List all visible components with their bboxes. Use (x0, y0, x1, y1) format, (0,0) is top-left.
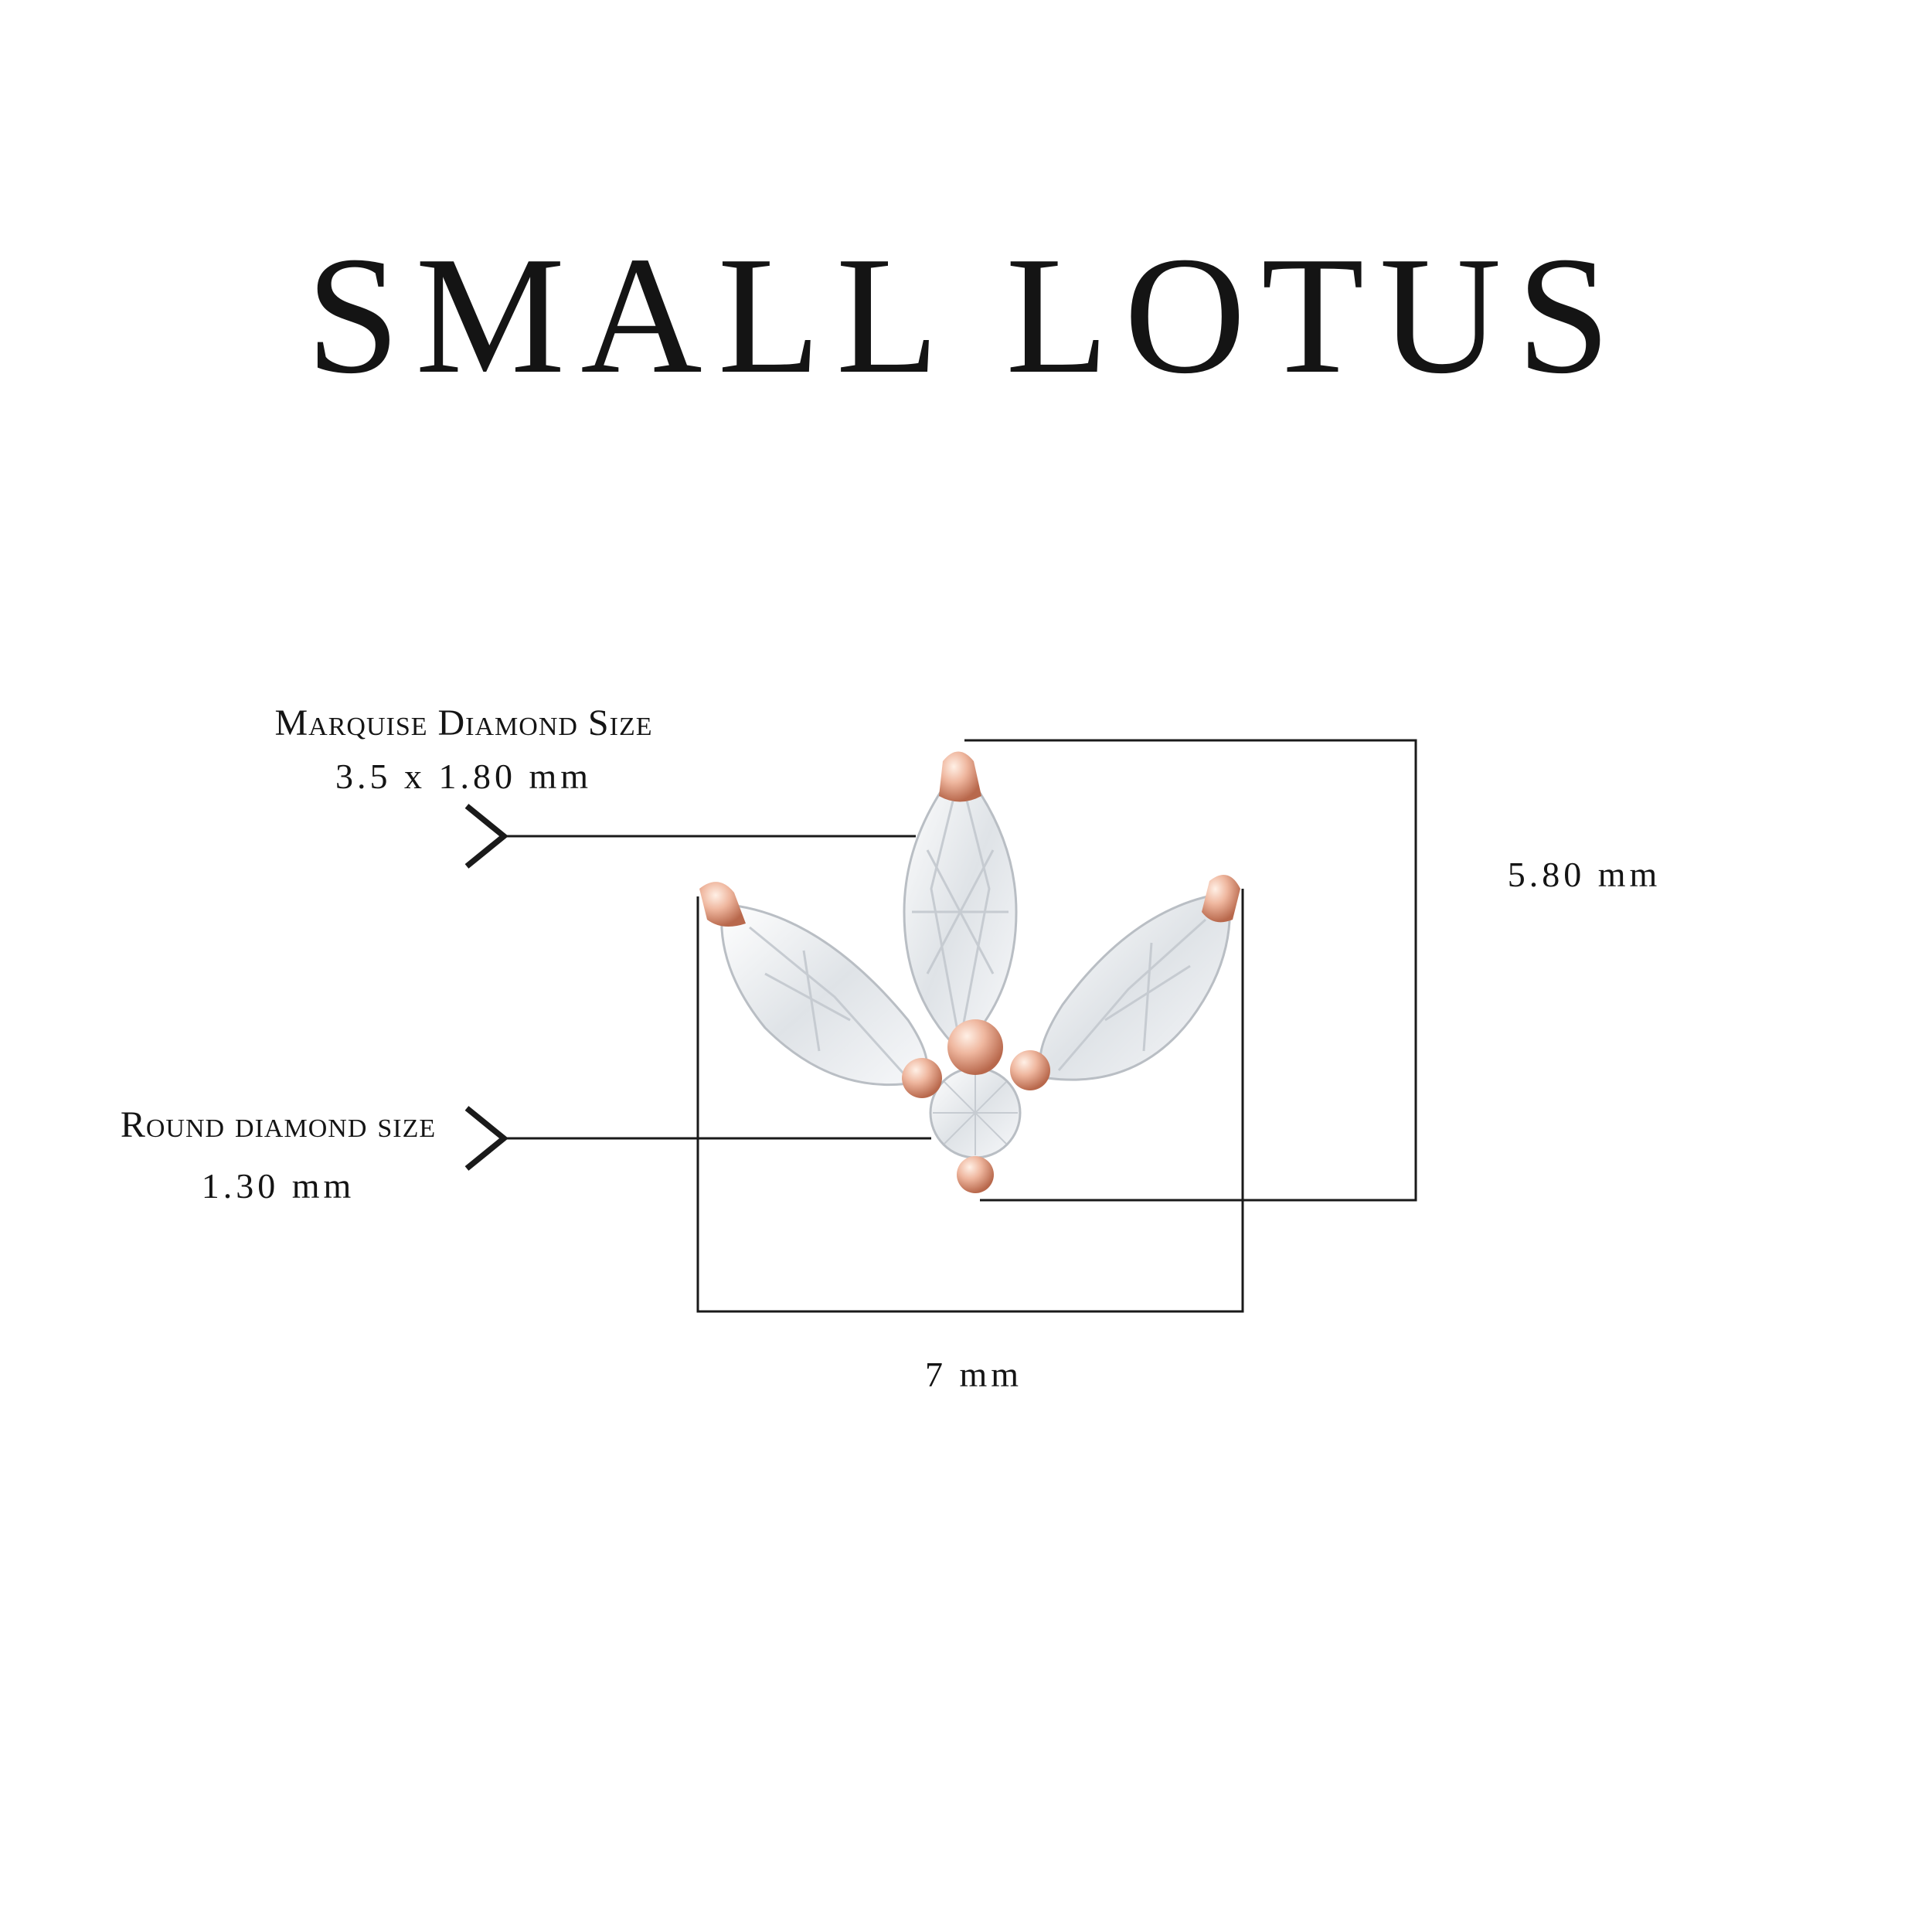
marquise-size-value: 3.5 x 1.80 mm (335, 757, 593, 796)
marquise-size-label: Marquise Diamond Size (274, 702, 653, 743)
height-dimension-bracket (964, 739, 1417, 1202)
round-size-value: 1.30 mm (201, 1166, 355, 1206)
width-dimension-label: 7 mm (924, 1355, 1023, 1394)
right-marquise-stone (1039, 891, 1231, 1081)
height-dimension-label: 5.80 mm (1507, 855, 1662, 894)
center-marquise-stone (903, 763, 1018, 1053)
gold-prongs (699, 751, 1240, 1193)
round-size-label: Round diamond size (120, 1104, 437, 1145)
width-dimension-bracket (696, 889, 1244, 1313)
left-marquise-stone (720, 903, 929, 1087)
product-title: SMALL LOTUS (306, 223, 1626, 409)
lotus-earring-image (699, 751, 1240, 1193)
round-stone (929, 1066, 1022, 1159)
